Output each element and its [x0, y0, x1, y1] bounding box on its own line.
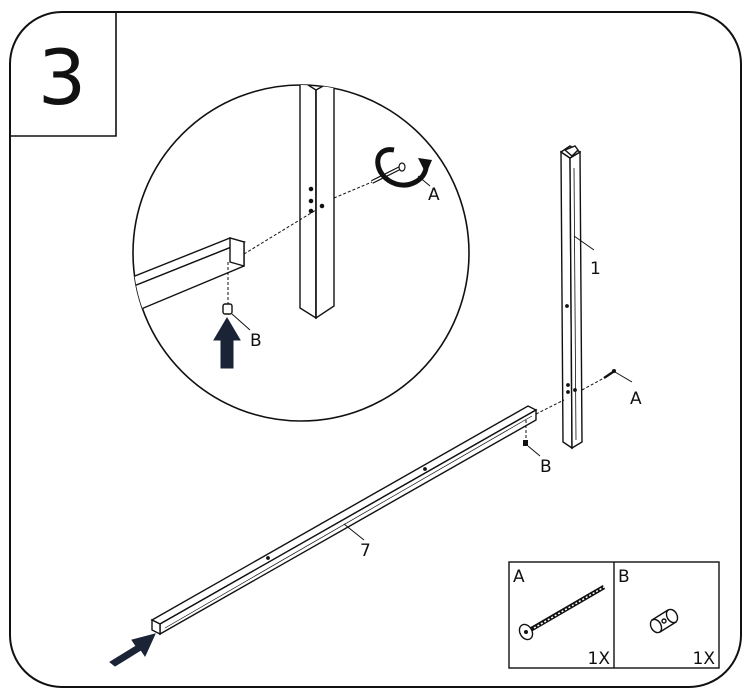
hardware-b-qty: 1X	[693, 649, 716, 669]
detail-screw-label: A	[428, 185, 440, 205]
main-screw-label: A	[630, 389, 642, 409]
hardware-box: A 1X B 1X	[508, 561, 720, 669]
detail-dowel	[222, 303, 233, 315]
hardware-a-qty: 1X	[588, 649, 611, 669]
hardware-b-label: B	[618, 567, 630, 587]
rail-part-7	[150, 405, 538, 636]
detail-screw	[371, 162, 406, 184]
main-dowel-label: B	[540, 457, 552, 477]
post-part-1	[559, 145, 583, 450]
post-part-label: 1	[590, 259, 601, 279]
step-number: 3	[38, 33, 86, 122]
detail-post	[299, 85, 335, 320]
bolt-icon	[518, 585, 606, 641]
push-up-arrow-icon	[213, 317, 241, 369]
rail-part-label: 7	[360, 541, 371, 561]
detail-rail	[133, 237, 247, 314]
step-number-tab	[10, 12, 117, 137]
main-dowel	[523, 440, 528, 446]
push-arrow-icon	[109, 633, 156, 667]
detail-dowel-label: B	[250, 331, 262, 351]
hardware-a-label: A	[513, 567, 525, 587]
barrel-nut-icon	[649, 608, 679, 634]
detail-magnifier: A B	[132, 84, 470, 422]
